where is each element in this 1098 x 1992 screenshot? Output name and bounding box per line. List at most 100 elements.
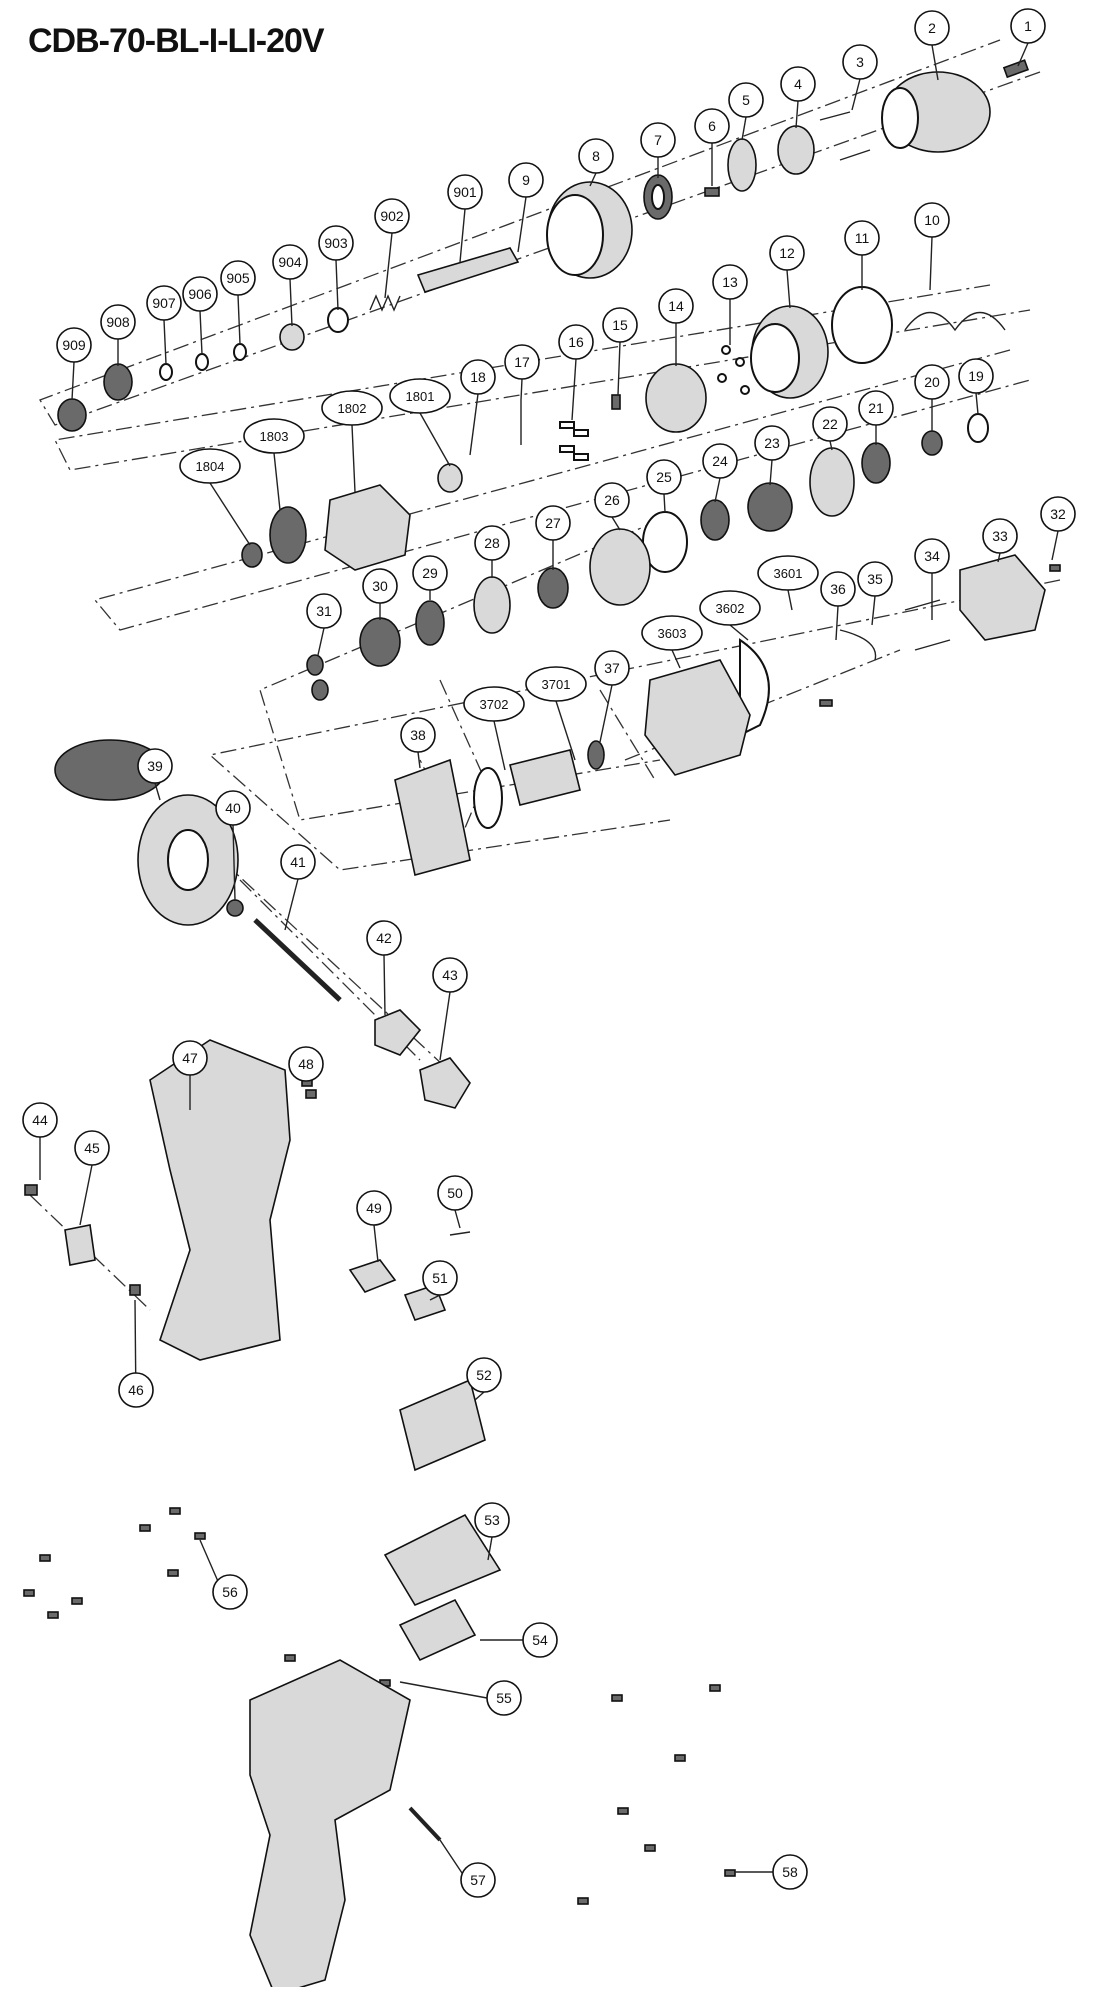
leader-line-1804 [209, 482, 251, 546]
callout-51: 51 [422, 1260, 458, 1301]
leader-line-4 [795, 100, 799, 129]
callout-bubble-54 [522, 1622, 558, 1658]
callout-13: 13 [712, 264, 748, 345]
callout-29: 29 [412, 555, 448, 600]
part-number-11: 11 [855, 230, 870, 246]
leader-line-49 [373, 1224, 379, 1263]
part-number-19: 19 [968, 368, 984, 384]
callout-909: 909 [56, 327, 92, 401]
callout-22: 22 [812, 406, 848, 451]
leader-line-909 [71, 361, 75, 401]
leader-line-41 [284, 878, 299, 931]
callout-38: 38 [400, 717, 436, 769]
callout-39: 39 [137, 748, 173, 801]
callout-24: 24 [702, 443, 738, 503]
callout-bubble-52 [466, 1357, 502, 1393]
callout-bubble-908 [100, 304, 136, 340]
leader-line-12 [786, 269, 791, 309]
part-number-12: 12 [779, 245, 795, 261]
callout-bubble-24 [702, 443, 738, 479]
callout-12: 12 [769, 235, 805, 309]
part-number-3602: 3602 [716, 601, 745, 616]
part-number-7: 7 [654, 132, 662, 148]
callout-bubble-903 [318, 225, 354, 261]
callout-32: 32 [1040, 496, 1076, 561]
callout-904: 904 [272, 244, 308, 327]
part-number-4: 4 [794, 76, 802, 92]
part-number-35: 35 [867, 571, 883, 587]
leader-line-26 [611, 516, 621, 531]
callout-bubble-12 [769, 235, 805, 271]
part-number-15: 15 [612, 317, 628, 333]
part-number-20: 20 [924, 374, 940, 390]
callout-bubble-23 [754, 425, 790, 461]
callout-bubble-3602 [699, 590, 761, 626]
part-number-51: 51 [432, 1270, 448, 1286]
leader-line-22 [829, 440, 833, 451]
callout-bubble-33 [982, 518, 1018, 554]
part-number-5: 5 [742, 92, 750, 108]
leader-line-1802 [351, 424, 356, 493]
callout-bubble-27 [535, 505, 571, 541]
part-number-37: 37 [604, 660, 620, 676]
callout-4: 4 [780, 66, 816, 129]
callout-20: 20 [914, 364, 950, 432]
part-number-27: 27 [545, 515, 561, 531]
callout-27: 27 [535, 505, 571, 570]
part-number-904: 904 [278, 254, 302, 270]
callout-bubble-42 [366, 920, 402, 956]
part-number-55: 55 [496, 1690, 512, 1706]
part-number-28: 28 [484, 535, 500, 551]
callout-56: 56 [199, 1539, 248, 1610]
callout-55: 55 [399, 1680, 522, 1716]
leader-line-906 [199, 310, 203, 355]
part-number-14: 14 [668, 298, 684, 314]
leader-line-38 [417, 751, 421, 769]
leader-line-36 [835, 605, 839, 641]
part-number-10: 10 [924, 212, 940, 228]
leader-line-33 [997, 552, 1001, 563]
callout-15: 15 [602, 307, 638, 396]
leader-line-3702 [493, 720, 506, 771]
callout-54: 54 [480, 1622, 558, 1658]
part-number-53: 53 [484, 1512, 500, 1528]
callout-bubble-1804 [179, 448, 241, 484]
part-number-30: 30 [372, 578, 388, 594]
callout-bubble-58 [772, 1854, 808, 1890]
leader-line-3601 [787, 589, 793, 611]
callout-bubble-3603 [641, 615, 703, 651]
callout-52: 52 [466, 1357, 502, 1401]
callout-bubble-9 [508, 162, 544, 198]
leader-line-1801 [419, 412, 451, 467]
callout-bubble-57 [460, 1862, 496, 1898]
leader-line-3603 [671, 649, 681, 669]
part-number-54: 54 [532, 1632, 548, 1648]
callout-bubble-56 [212, 1574, 248, 1610]
callout-bubble-902 [374, 198, 410, 234]
callout-3: 3 [842, 44, 878, 111]
callout-41: 41 [280, 844, 316, 931]
callout-bubble-906 [182, 276, 218, 312]
callout-bubble-21 [858, 390, 894, 426]
part-number-2: 2 [928, 20, 936, 36]
callout-bubble-44 [22, 1102, 58, 1138]
callout-bubble-25 [646, 459, 682, 495]
part-number-44: 44 [32, 1112, 48, 1128]
part-number-9: 9 [522, 172, 530, 188]
callout-8: 8 [578, 138, 614, 187]
callout-30: 30 [362, 568, 398, 620]
leader-line-52 [474, 1391, 485, 1401]
part-number-25: 25 [656, 469, 672, 485]
part-number-18: 18 [470, 369, 486, 385]
callout-23: 23 [754, 425, 790, 486]
callout-906: 906 [182, 276, 218, 355]
part-number-16: 16 [568, 334, 584, 350]
callout-53: 53 [474, 1502, 510, 1561]
callout-bubble-46 [118, 1372, 154, 1408]
callout-14: 14 [658, 288, 694, 366]
part-number-49: 49 [366, 1200, 382, 1216]
callout-bubble-50 [437, 1175, 473, 1211]
callout-7: 7 [640, 122, 676, 178]
leader-line-25 [663, 493, 666, 513]
callout-bubble-16 [558, 324, 594, 360]
